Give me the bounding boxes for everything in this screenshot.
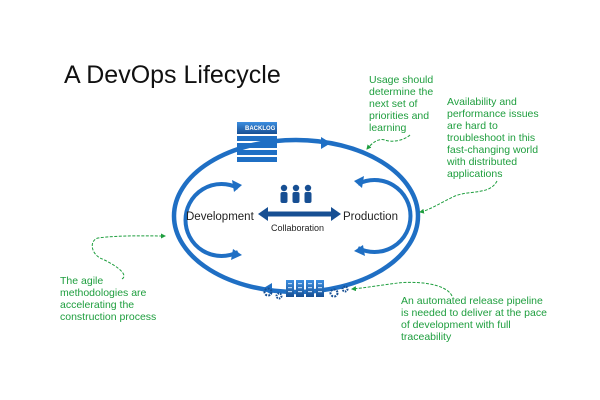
note-availability-line: performance issues [447, 108, 539, 120]
dev-arrow-bottom [231, 249, 242, 260]
note-release-line: of development with full [401, 319, 511, 331]
development-label: Development [186, 211, 255, 223]
note-availability-line: Availability and [447, 96, 517, 108]
note-release-line: An automated release pipeline [401, 295, 543, 307]
page-title: A DevOps Lifecycle [64, 61, 281, 89]
note-agile-line: The agile [60, 275, 103, 287]
note-agile-connector [91, 233, 166, 280]
note-agile-line: construction process [60, 311, 156, 323]
backlog-stack-icon [237, 122, 277, 162]
loop-arrow-top [321, 137, 331, 149]
bidirectional-arrow-icon [258, 207, 341, 221]
note-release-line: traceability [401, 331, 452, 343]
note-usage-line: Usage should [369, 74, 433, 86]
note-availability-connector [419, 180, 498, 214]
people-icon [280, 184, 312, 203]
note-usage-line: priorities and [369, 110, 429, 122]
note-availability-line: troubleshoot in this [447, 132, 535, 144]
prod-arrow-top [354, 176, 364, 188]
note-availability-line: fast-changing world [447, 144, 538, 156]
note-availability-line: applications [447, 168, 502, 180]
server-rack-icon [286, 280, 324, 297]
note-usage-line: determine the [369, 86, 433, 98]
note-usage-connector [366, 134, 411, 150]
development-cycle [183, 180, 242, 260]
note-agile-line: accelerating the [60, 299, 134, 311]
note-agile-line: methodologies are [60, 287, 147, 299]
production-cycle [354, 176, 413, 256]
prod-arrow-bottom [354, 245, 365, 256]
note-usage-line: next set of [369, 98, 418, 110]
note-usage-line: learning [369, 122, 407, 134]
note-release-connector [351, 281, 453, 297]
dev-arrow-top [232, 180, 242, 192]
backlog-label: BACKLOG [245, 126, 276, 132]
note-availability-line: with distributed [446, 156, 517, 168]
loop-arrow-bottom [262, 283, 272, 295]
note-availability-line: are hard to [447, 120, 498, 132]
collaboration-label: Collaboration [271, 223, 324, 233]
gear-icon [263, 285, 349, 300]
note-release-line: is needed to deliver at the pace [401, 307, 547, 319]
production-label: Production [343, 211, 398, 223]
